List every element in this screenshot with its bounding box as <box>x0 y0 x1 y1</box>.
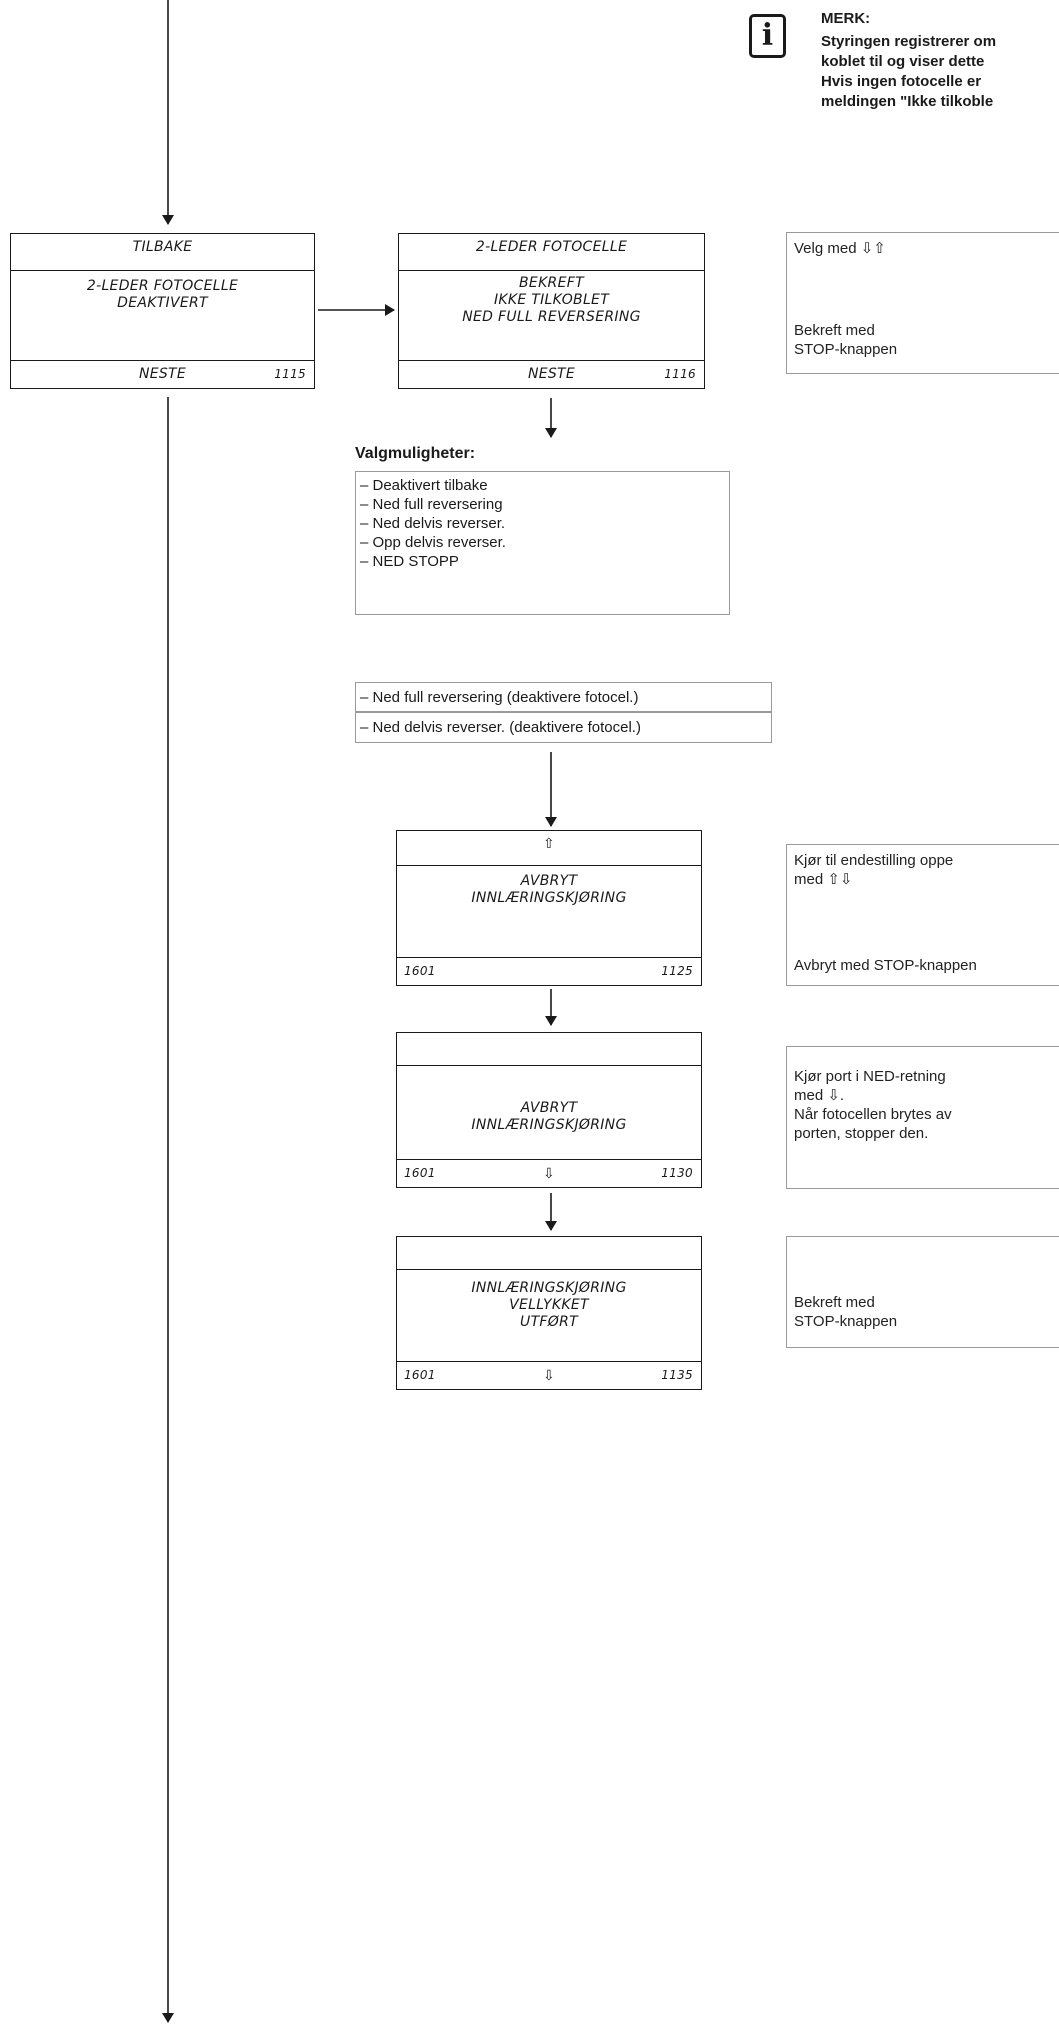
screen-top-row <box>397 1038 701 1063</box>
display-screen-1125: ⇧ AVBRYT INNLÆRINGSKJØRING 1601 1125 <box>396 830 702 986</box>
note-line: meldingen "Ikke tilkoble <box>821 93 994 110</box>
info-icon: i <box>749 14 786 58</box>
note-title: MERK: <box>821 10 871 27</box>
options-heading: Valgmuligheter: <box>355 445 476 462</box>
screen-middle: AVBRYT INNLÆRINGSKJØRING <box>397 1065 701 1159</box>
screen-code: 1125 <box>661 964 693 978</box>
down-arrow-icon: ⇩ <box>542 1368 556 1384</box>
screen-code: 1135 <box>661 1368 693 1382</box>
screen-bottom-row: NESTE <box>11 360 314 388</box>
screen-middle: BEKREFT IKKE TILKOBLET NED FULL REVERSER… <box>399 270 704 362</box>
screen-bottom-row: ⇩ <box>397 1361 701 1389</box>
screen-middle: INNLÆRINGSKJØRING VELLYKKET UTFØRT <box>397 1269 701 1363</box>
info-box-confirm: Bekreft med STOP-knappen <box>786 1236 1059 1348</box>
options-list: – Deaktivert tilbake – Ned full reverser… <box>355 471 730 615</box>
subset-option-full: – Ned full reversering (deaktivere fotoc… <box>355 682 772 712</box>
screen-left-code: 1601 <box>404 1368 436 1382</box>
screen-top-row: 2-LEDER FOTOCELLE <box>475 239 628 255</box>
screen-top-row <box>397 1242 701 1267</box>
screen-left-code: 1601 <box>404 964 436 978</box>
screen-bottom-row: ⇩ <box>397 1159 701 1187</box>
subset-option-partial: – Ned delvis reverser. (deaktivere fotoc… <box>355 712 772 743</box>
list-item: – NED STOPP <box>360 553 459 570</box>
list-item: – Ned delvis reverser. <box>360 515 506 532</box>
screen-left-code: 1601 <box>404 1166 436 1180</box>
display-screen-1135: INNLÆRINGSKJØRING VELLYKKET UTFØRT ⇩ 160… <box>396 1236 702 1390</box>
display-screen-1130: AVBRYT INNLÆRINGSKJØRING ⇩ 1601 1130 <box>396 1032 702 1188</box>
down-arrow-icon: ⇩ <box>542 1166 556 1182</box>
list-item: – Opp delvis reverser. <box>360 534 506 551</box>
screen-middle: 2-LEDER FOTOCELLE DEAKTIVERT <box>11 270 314 362</box>
info-box-run-up: Kjør til endestilling oppe med ⇧⇩ Avbryt… <box>786 844 1059 986</box>
screen-bottom-row: NESTE <box>399 360 704 388</box>
info-box-select: Velg med ⇩⇧ Bekreft med STOP-knappen <box>786 232 1059 374</box>
note-line: Styringen registrerer om <box>821 33 997 50</box>
screen-bottom-row <box>397 957 701 985</box>
list-item: – Deaktivert tilbake <box>360 477 488 494</box>
screen-code: 1130 <box>661 1166 693 1180</box>
screen-code: 1116 <box>664 367 696 381</box>
screen-code: 1115 <box>274 367 306 381</box>
display-screen-1115: TILBAKE 2-LEDER FOTOCELLE DEAKTIVERT NES… <box>10 233 315 389</box>
note-line: Hvis ingen fotocelle er <box>821 73 982 90</box>
list-item: – Ned full reversering <box>360 496 503 513</box>
screen-top-row: TILBAKE <box>132 239 193 255</box>
screen-middle: AVBRYT INNLÆRINGSKJØRING <box>397 865 701 957</box>
display-screen-1116: 2-LEDER FOTOCELLE BEKREFT IKKE TILKOBLET… <box>398 233 705 389</box>
note-line: koblet til og viser dette <box>821 53 985 70</box>
up-arrow-icon: ⇧ <box>542 836 556 852</box>
info-box-run-down: Kjør port i NED-retning med ⇩. Når fotoc… <box>786 1046 1059 1189</box>
